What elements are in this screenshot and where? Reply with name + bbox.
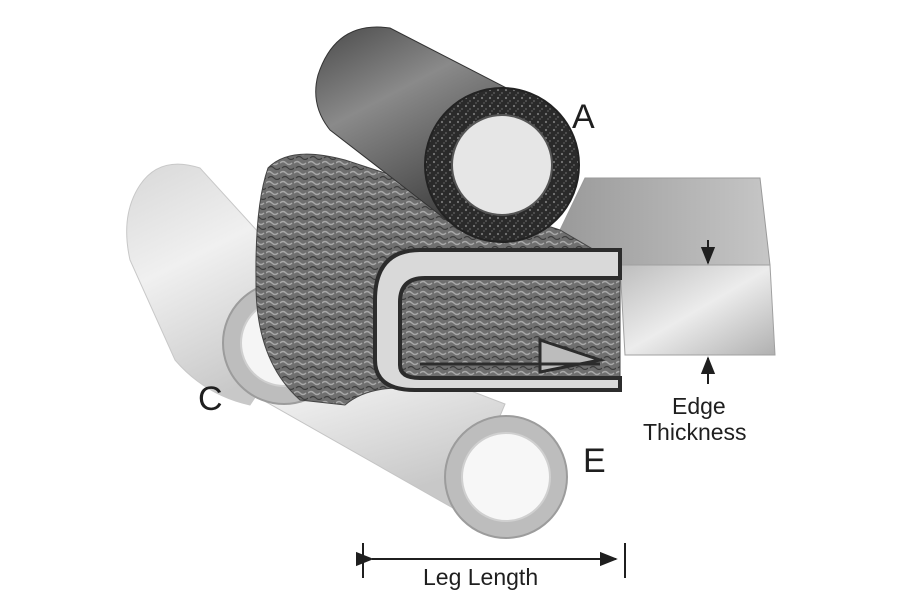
tube-A [315,26,580,243]
label-c: C [198,380,223,418]
label-thickness: Thickness [643,419,747,445]
label-a: A [572,98,595,136]
label-edge: Edge [672,393,726,419]
leg-length-dimension [355,543,626,578]
metal-edge-plate [559,177,776,356]
label-e: E [583,442,606,480]
label-leg-length: Leg Length [423,564,538,590]
u-channel-trim [255,153,622,406]
